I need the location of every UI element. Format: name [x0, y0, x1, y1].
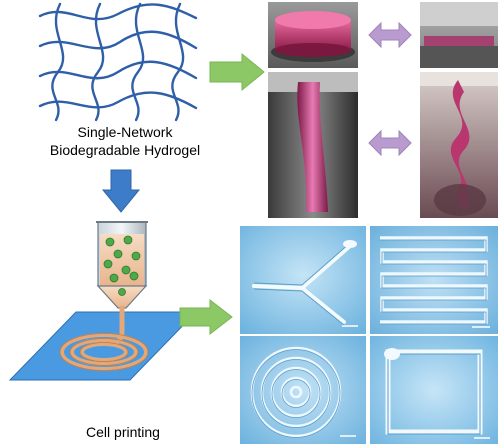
network-strand: [38, 60, 198, 80]
green-right-arrow-icon: [209, 52, 265, 92]
network-strand: [38, 91, 198, 110]
photo-gel-compressed: [420, 2, 498, 68]
micrograph-square: [370, 336, 498, 444]
network-strand: [131, 2, 145, 122]
cell-dots: [103, 235, 141, 296]
network-strand: [38, 3, 198, 21]
bioprinter-syringe-diagram: [8, 221, 198, 381]
photo-gel-twisted: [420, 72, 498, 218]
hydrogel-label-line2: Biodegradable Hydrogel: [49, 142, 201, 158]
network-strand: [38, 30, 198, 50]
photo-gel-disc: [268, 2, 358, 68]
micrograph-concentric: [240, 336, 366, 444]
photo-gel-stretched: [268, 72, 358, 218]
hydrogel-label-line1: Single-Network: [77, 124, 173, 140]
polymer-network-diagram: [38, 2, 198, 122]
network-strand: [91, 2, 105, 122]
purple-double-arrow-icon: [368, 129, 412, 157]
network-strand: [171, 2, 185, 122]
printed-coil: [60, 333, 148, 371]
purple-double-arrow-icon: [368, 21, 412, 49]
micrograph-branched: [240, 226, 366, 334]
cell-printing-label: Cell printing: [86, 424, 160, 440]
green-right-arrow-icon: [179, 298, 233, 336]
network-strand: [51, 2, 65, 122]
blue-down-arrow-icon: [101, 169, 141, 213]
micrograph-serpentine: [370, 226, 498, 334]
